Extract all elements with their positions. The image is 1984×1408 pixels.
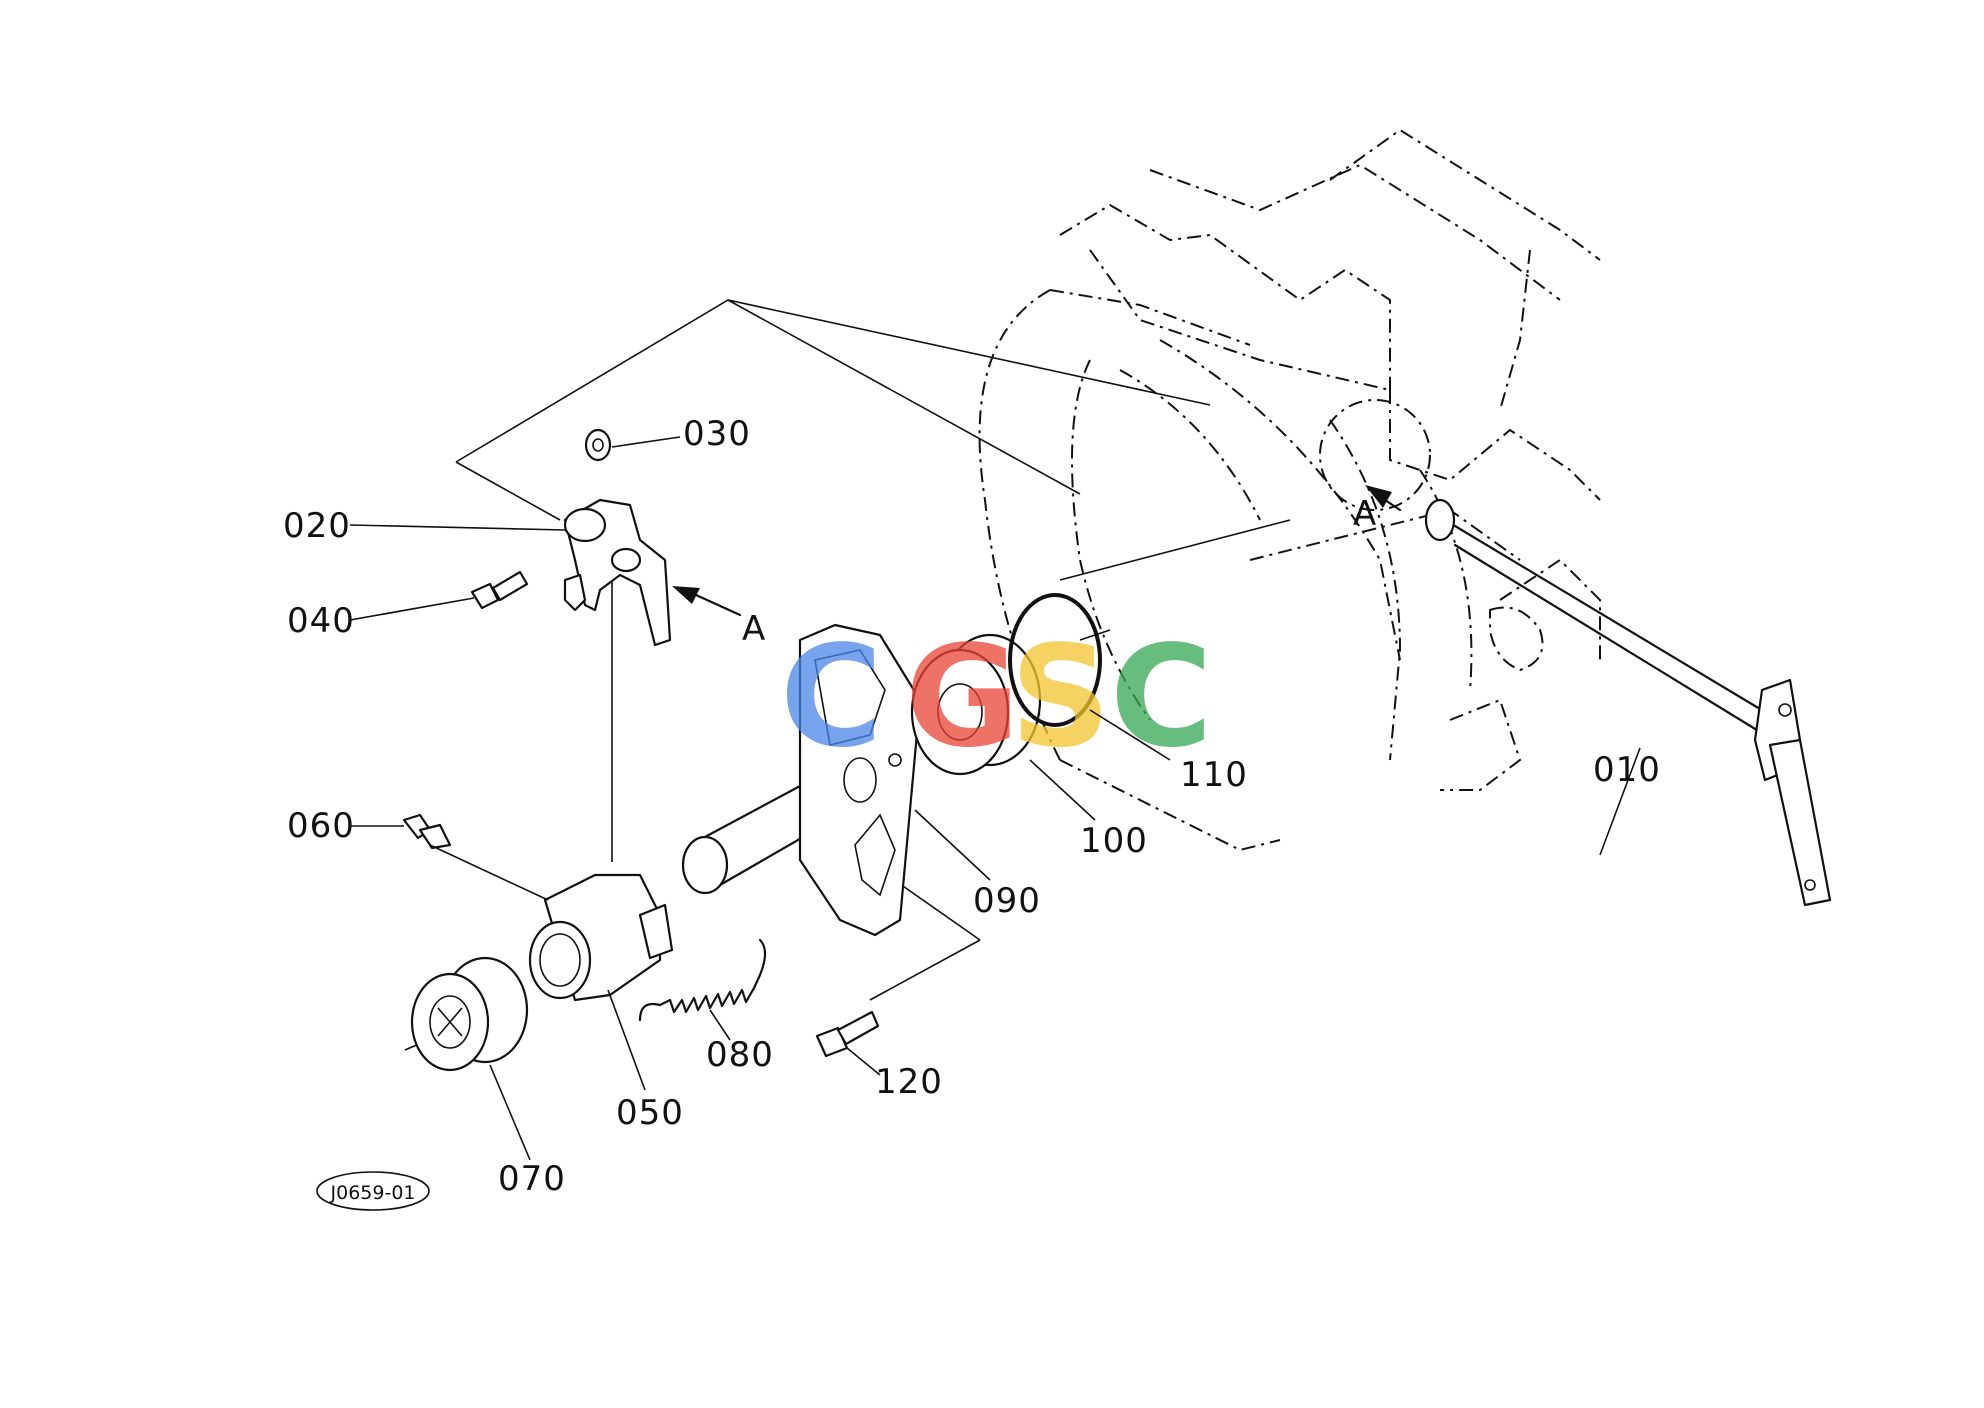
view-marker-a-right: A	[1353, 494, 1377, 534]
grease-nipple-060	[402, 813, 452, 850]
watermark-letter-4: C	[1110, 616, 1213, 779]
shaft-010	[1424, 498, 1832, 907]
o-ring-110	[1008, 593, 1102, 727]
label-060: 060	[287, 806, 355, 846]
leader-lines	[349, 436, 1641, 1161]
diagram-code: J0659-01	[330, 1182, 416, 1204]
label-120: 120	[875, 1062, 943, 1102]
label-080: 080	[706, 1035, 774, 1075]
bolt-120	[815, 1010, 880, 1058]
release-fork-020	[563, 498, 672, 647]
label-030: 030	[683, 414, 751, 454]
label-070: 070	[498, 1159, 566, 1199]
label-050: 050	[616, 1093, 684, 1133]
label-040: 040	[287, 601, 355, 641]
watermark-letter-2: G	[905, 616, 1020, 779]
guide-plate-090	[681, 623, 922, 937]
label-110: 110	[1180, 755, 1248, 795]
watermark-letter-3: S	[1010, 616, 1111, 779]
watermark-logo: C G S C	[780, 616, 1213, 779]
oil-seal-100	[910, 633, 1042, 776]
release-bearing-070	[410, 956, 529, 1072]
diagram-code-badge: J0659-01	[316, 1171, 430, 1211]
label-090: 090	[973, 881, 1041, 921]
watermark-letter-1: C	[780, 616, 883, 779]
release-hub-050	[528, 873, 674, 1002]
label-020: 020	[283, 506, 351, 546]
return-spring-080	[638, 938, 767, 1022]
washer-030	[584, 428, 612, 462]
bolt-040	[470, 570, 529, 610]
view-marker-a-left: A	[742, 609, 766, 649]
part-labels: 010 020 030 040 050 060 070 080 090 100 …	[283, 414, 1661, 1199]
label-010: 010	[1593, 750, 1661, 790]
label-100: 100	[1080, 821, 1148, 861]
